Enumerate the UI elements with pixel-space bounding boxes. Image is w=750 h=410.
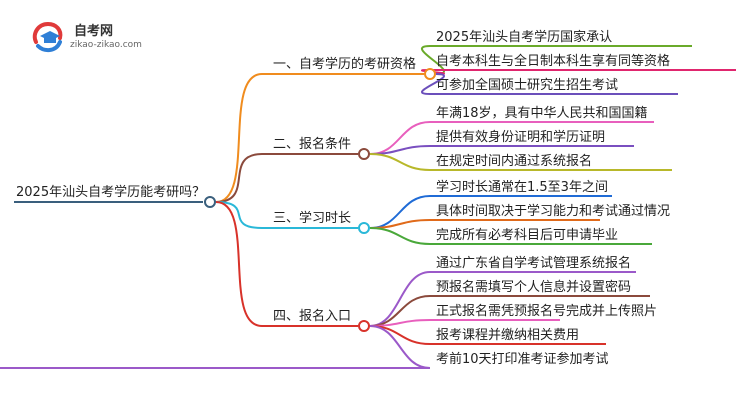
branch-connector (215, 73, 263, 203)
branch-connector (215, 153, 263, 203)
child-connector (369, 145, 431, 155)
child-connector (369, 325, 431, 345)
child-label: 具体时间取决于学习能力和考试通过情况 (436, 203, 670, 219)
child-label: 正式报名需凭预报名号完成并上传照片 (436, 303, 657, 319)
child-label: 完成所有必考科目后可申请毕业 (436, 228, 618, 243)
child-connector (421, 73, 445, 95)
root-label: 2025年汕头自考学历能考研吗？ (16, 184, 205, 200)
child-label: 提供有效身份证明和学历证明 (436, 129, 605, 145)
branch-node (424, 68, 436, 80)
branch-label: 二、报名条件 (273, 136, 351, 152)
logo-name: 自考网 (74, 24, 114, 39)
branch-label: 一、自考学历的考研资格 (273, 56, 416, 72)
child-connector (369, 271, 431, 327)
child-label: 2025年汕头自考学历国家承认 (436, 29, 612, 45)
branch-label: 四、报名入口 (273, 308, 351, 324)
child-label: 报考课程并缴纳相关费用 (436, 328, 579, 343)
logo-url: zikao-zikao.com (70, 40, 142, 50)
root-node (204, 196, 216, 208)
child-connector (369, 219, 431, 229)
branch-node (358, 148, 370, 160)
child-label: 考前10天打印准考证参加考试 (436, 351, 609, 367)
child-connector (369, 227, 431, 245)
branch-connector (215, 201, 263, 327)
child-label: 可参加全国硕士研究生招生考试 (436, 77, 618, 93)
child-label: 通过广东省自学考试管理系统报名 (436, 255, 631, 271)
branch-node (358, 320, 370, 332)
child-label: 预报名需填写个人信息并设置密码 (436, 279, 631, 295)
child-label: 学习时长通常在1.5至3年之间 (436, 179, 608, 195)
graduation-cap-icon (32, 21, 63, 53)
child-label: 在规定时间内通过系统报名 (436, 153, 592, 169)
child-label: 年满18岁，具有中华人民共和国国籍 (436, 105, 648, 121)
branch-connector (215, 201, 263, 229)
branch-node (358, 222, 370, 234)
logo: 自考网 zikao-zikao.com (30, 18, 142, 58)
child-connector (369, 325, 431, 369)
branch-label: 三、学习时长 (273, 210, 351, 226)
child-connector (369, 153, 431, 171)
child-label: 自考本科生与全日制本科生享有同等资格 (436, 53, 670, 69)
